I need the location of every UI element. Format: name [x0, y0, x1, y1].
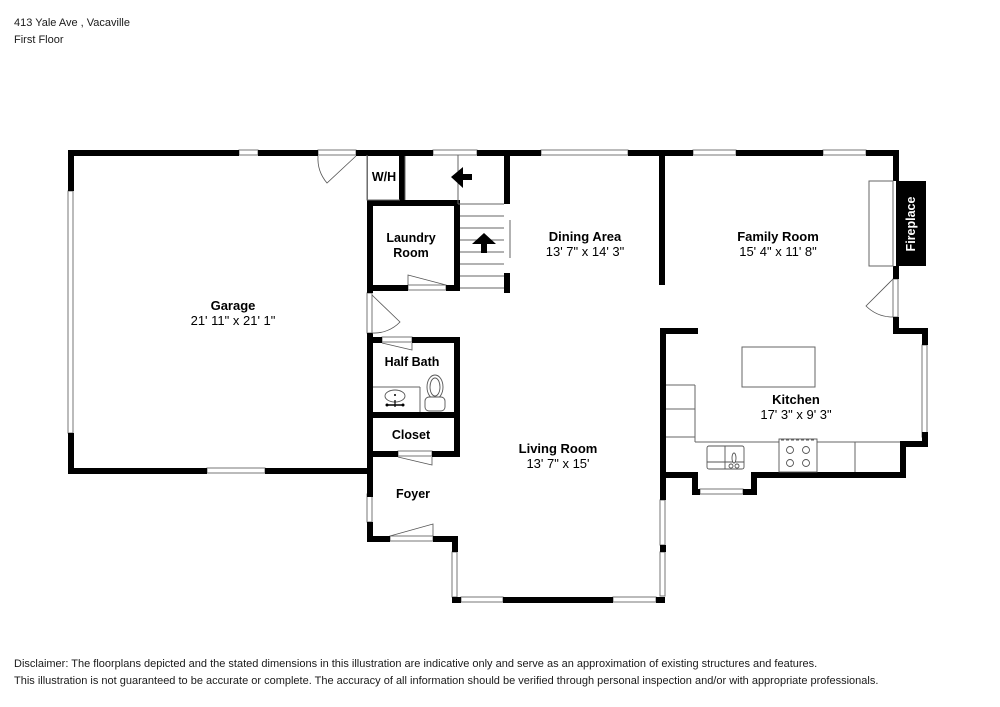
room-foyer: Foyer — [396, 487, 430, 502]
stairs-left-arrow-icon — [451, 167, 472, 188]
windows — [67, 149, 928, 603]
floor-label: First Floor — [14, 34, 64, 46]
room-living-room: Living Room 13' 7" x 15' — [519, 441, 598, 471]
room-name: Dining Area — [548, 229, 622, 244]
thin-lines — [366, 155, 900, 472]
kitchen-sink-icon — [706, 445, 745, 470]
room-name: Garage — [210, 298, 256, 313]
room-name: Half Bath — [384, 355, 440, 369]
room-dimensions: 17' 3" x 9' 3" — [760, 407, 832, 422]
room-name: Closet — [391, 428, 431, 442]
room-dimensions: 21' 11" x 21' 1" — [190, 313, 276, 328]
room-laundry: Laundry Room — [386, 231, 435, 261]
fireplace-label: Fireplace — [904, 196, 918, 251]
room-half-bath: Half Bath — [385, 355, 440, 370]
room-wh: W/H — [372, 170, 396, 185]
room-dimensions: 13' 7" x 15' — [526, 456, 590, 471]
room-name: W/H — [371, 170, 397, 184]
room-name: Family Room — [737, 229, 819, 244]
room-dimensions: 13' 7" x 14' 3" — [545, 244, 625, 259]
room-name-line2: Room — [393, 246, 429, 260]
room-closet: Closet — [392, 428, 430, 443]
stairs-up-arrow-icon — [472, 233, 496, 253]
room-dining-area: Dining Area 13' 7" x 14' 3" — [546, 229, 625, 259]
disclaimer-line-1: Disclaimer: The floorplans depicted and … — [14, 658, 818, 670]
room-name: Kitchen — [772, 392, 820, 407]
stove-icon — [778, 438, 818, 473]
property-address: 413 Yale Ave , Vacaville — [14, 17, 130, 29]
room-kitchen: Kitchen 17' 3" x 9' 3" — [760, 392, 831, 422]
room-name: Living Room — [518, 441, 598, 456]
door-swings — [317, 155, 894, 537]
sink-icon — [384, 389, 406, 407]
fireplace: Fireplace — [896, 181, 926, 266]
room-name-line1: Laundry — [386, 231, 436, 245]
toilet-icon — [424, 374, 446, 412]
disclaimer-line-2: This illustration is not guaranteed to b… — [14, 675, 879, 687]
room-dimensions: 15' 4" x 11' 8" — [739, 244, 817, 259]
room-family-room: Family Room 15' 4" x 11' 8" — [737, 229, 819, 259]
walls — [68, 150, 928, 603]
room-name: Foyer — [395, 487, 431, 501]
room-garage: Garage 21' 11" x 21' 1" — [191, 298, 276, 328]
